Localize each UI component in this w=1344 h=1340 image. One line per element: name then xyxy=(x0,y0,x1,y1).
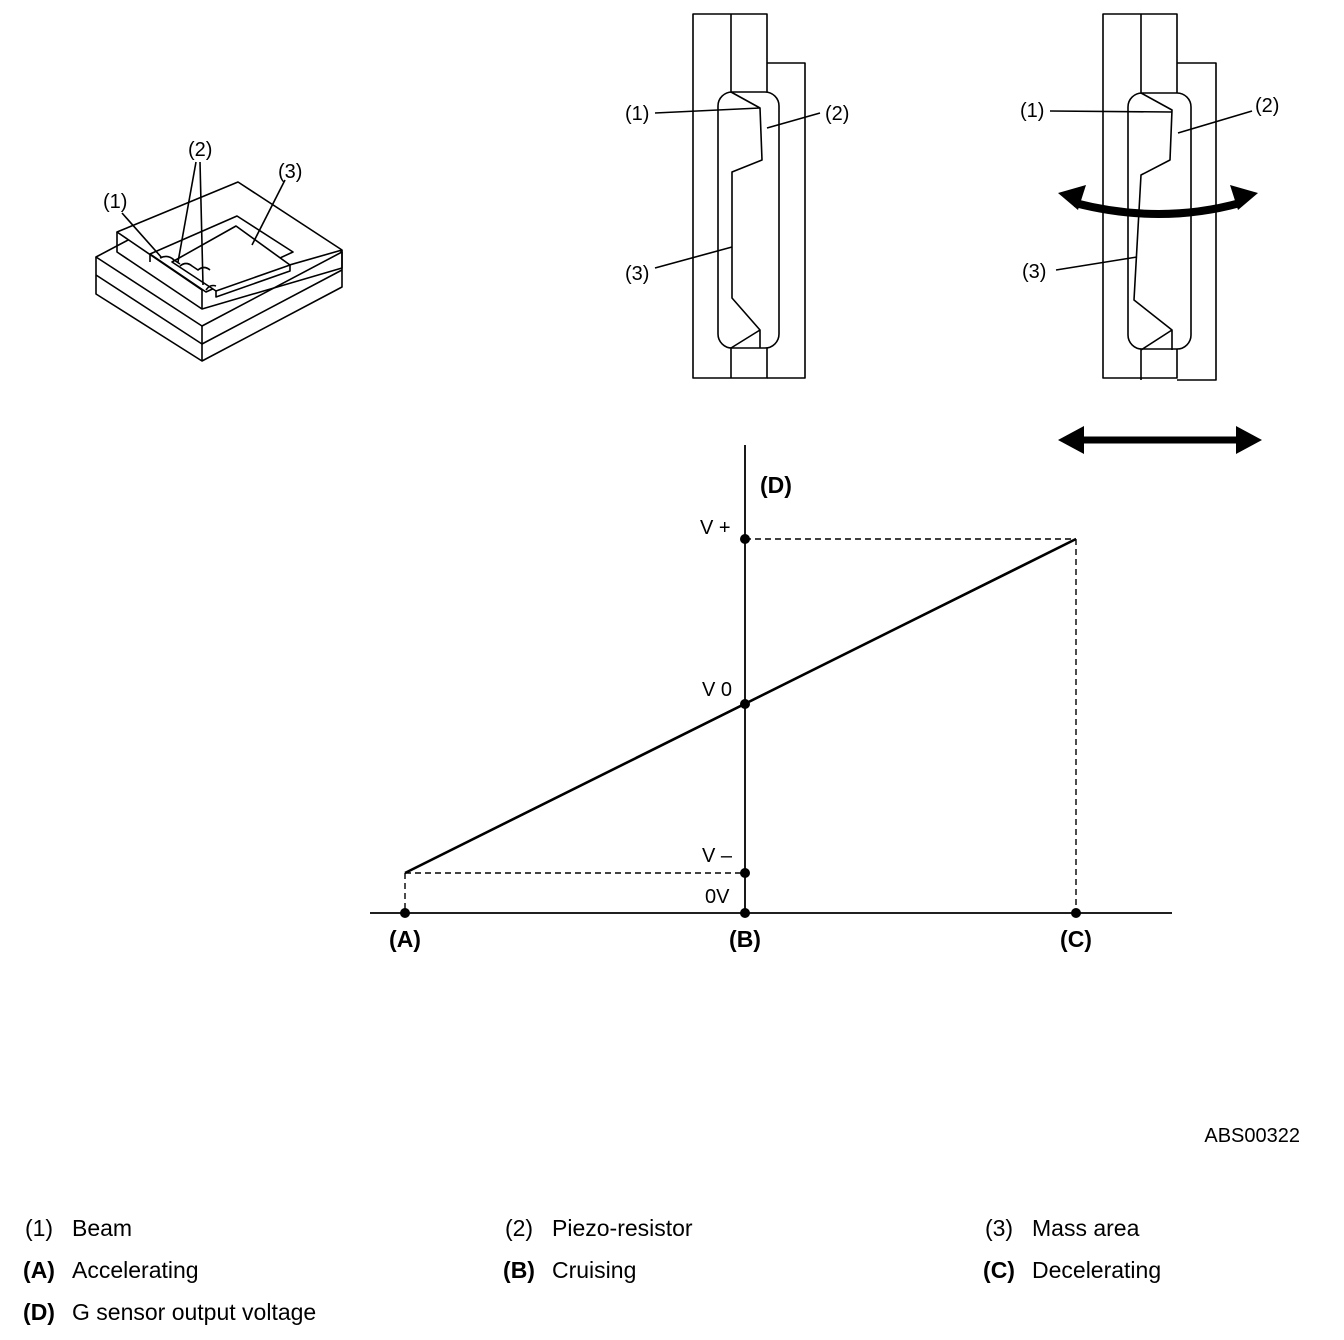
rest-callout-1: (1) xyxy=(625,103,649,125)
legend-key: (B) xyxy=(503,1257,535,1283)
x-tick-a: (A) xyxy=(389,926,421,952)
horizontal-double-arrow-icon xyxy=(1058,426,1262,454)
x-tick-c: (C) xyxy=(1060,926,1092,952)
voltage-graph: (D) V + V 0 V – 0V (A) (B) (C) xyxy=(370,445,1172,952)
point-vminus xyxy=(740,868,750,878)
legend-key: (C) xyxy=(983,1257,1015,1283)
legend-item-d: (D) G sensor output voltage xyxy=(16,1299,316,1326)
legend-item-1: (1) Beam xyxy=(16,1215,132,1242)
legend-item-2: (2) Piezo-resistor xyxy=(496,1215,693,1242)
y-tick-v0: V 0 xyxy=(702,679,732,701)
legend-text: Accelerating xyxy=(72,1257,199,1283)
legend-text: Mass area xyxy=(1032,1215,1140,1241)
legend-key: (3) xyxy=(984,1215,1014,1241)
legend-item-3: (3) Mass area xyxy=(976,1215,1139,1242)
legend-item-b: (B) Cruising xyxy=(496,1257,636,1284)
legend-item-c: (C) Decelerating xyxy=(976,1257,1161,1284)
point-v0 xyxy=(740,699,750,709)
sensor-chip-isometric xyxy=(95,161,343,362)
deflect-callout-3: (3) xyxy=(1022,261,1046,283)
y-tick-vplus: V + xyxy=(700,517,731,539)
legend-text: Decelerating xyxy=(1032,1257,1162,1283)
legend-key: (1) xyxy=(24,1215,54,1241)
rest-callout-3: (3) xyxy=(625,263,649,285)
point-b xyxy=(740,908,750,918)
legend-item-a: (A) Accelerating xyxy=(16,1257,199,1284)
point-c xyxy=(1071,908,1081,918)
figure-code: ABS00322 xyxy=(1204,1125,1300,1147)
y-tick-zero: 0V xyxy=(705,886,730,908)
legend-text: Beam xyxy=(72,1215,133,1241)
cross-section-rest xyxy=(654,13,821,379)
chip-callout-3: (3) xyxy=(278,161,302,183)
legend-key: (D) xyxy=(23,1299,55,1325)
legend-key: (A) xyxy=(23,1257,55,1283)
curved-double-arrow-icon xyxy=(1058,185,1258,218)
legend-key: (2) xyxy=(504,1215,534,1241)
legend-text: Piezo-resistor xyxy=(552,1215,693,1241)
cross-section-deflected xyxy=(1049,13,1253,381)
chip-callout-2: (2) xyxy=(188,139,212,161)
legend-text: G sensor output voltage xyxy=(72,1299,317,1325)
deflect-callout-1: (1) xyxy=(1020,100,1044,122)
point-a xyxy=(400,908,410,918)
x-tick-b: (B) xyxy=(729,926,761,952)
legend-text: Cruising xyxy=(552,1257,637,1283)
deflect-callout-2: (2) xyxy=(1255,95,1279,117)
point-vplus xyxy=(740,534,750,544)
rest-callout-2: (2) xyxy=(825,103,849,125)
y-tick-vminus: V – xyxy=(702,845,733,867)
chip-callout-1: (1) xyxy=(103,191,127,213)
y-axis-label: (D) xyxy=(760,472,792,498)
